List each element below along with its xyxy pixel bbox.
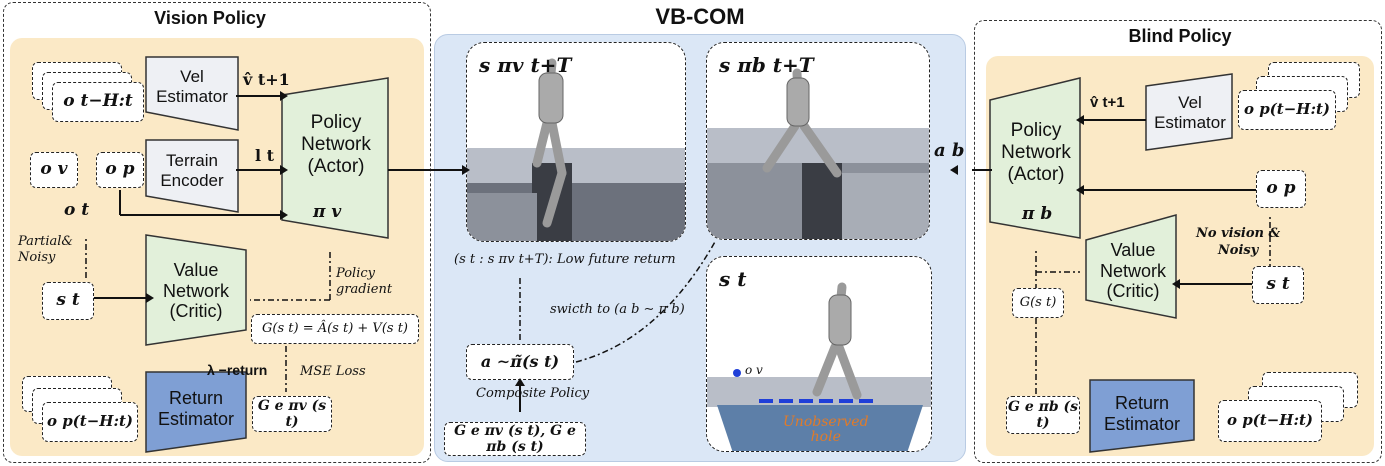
partial-noisy-label: Partial& Noisy [18, 234, 73, 265]
terrain-output-label: l t [255, 146, 275, 165]
obs-history-box: o t−H:t [52, 82, 144, 122]
unobserved-hole-label: Unobserved hole [783, 414, 869, 446]
vel-output-label: v̂ t+1 [243, 70, 290, 89]
vel-estimator-blind: Vel Estimator [1154, 93, 1226, 132]
obs-history-p-blind: o p(t−H:t) [1218, 400, 1322, 442]
policy-network-blind: Policy Network (Actor) [1001, 120, 1071, 185]
scene-vision-render [467, 58, 685, 241]
g-pi-v-box: G e πv (s t) [252, 396, 332, 432]
g-formula-box: G(s t) = Â(s t) + V(s t) [251, 314, 419, 344]
terrain-encoder: Terrain Encoder [160, 151, 224, 190]
scene-blind-render [707, 68, 929, 239]
obs-history-p-vision: o p(t−H:t) [42, 402, 138, 442]
scene-current-label: s t [719, 267, 747, 291]
scene-vision-future: s πv t+T [466, 42, 686, 242]
policy-pi-vision: π v [313, 202, 342, 222]
g-pair-box: G e πv (s t), G e πb (s t) [444, 422, 586, 456]
composite-policy-label: Composite Policy [476, 386, 590, 401]
scene-vision-label: s πv t+T [479, 53, 572, 77]
return-estimator-vision: Return Estimator [157, 388, 235, 429]
g-st-blind: G(s t) [1012, 288, 1064, 318]
s-t-vision: s t [42, 282, 94, 320]
o-p-box: o p [96, 152, 144, 188]
scene-current-render [707, 282, 931, 451]
policy-gradient-label: Policy gradient [336, 266, 393, 298]
vel-output-blind: v̂ t+1 [1090, 94, 1125, 111]
policy-pi-blind: π b [1022, 204, 1053, 224]
no-vision-label: No vision & Noisy [1196, 226, 1281, 258]
s-t-blind: s t [1252, 266, 1304, 304]
vb-com-title: VB-COM [655, 4, 745, 29]
return-estimator-blind: Return Estimator [1103, 393, 1181, 434]
scene-blind-future: s πb t+T [706, 42, 930, 240]
blind-policy-title: Blind Policy [1128, 26, 1232, 46]
o-t-label: o t [64, 200, 90, 220]
g-pi-b-box: G e πb (s t) [1006, 396, 1080, 434]
a-b-label: a b [934, 140, 965, 161]
low-return-label: (s t : s πv t+T): Low future return [454, 252, 676, 267]
o-p-blind: o p [1256, 170, 1306, 208]
composite-policy-box: a ∼π̃(s t) [466, 344, 574, 380]
policy-network-vision: Policy Network (Actor) [301, 112, 371, 177]
lambda-return-label: λ −return [207, 362, 268, 378]
vel-estimator-vision: Vel Estimator [156, 67, 228, 106]
vision-policy-panel [3, 2, 431, 463]
blind-policy-panel [974, 20, 1382, 463]
scene-current: s t o v Unobserved hole [706, 256, 932, 452]
mse-loss-label: MSE Loss [300, 364, 366, 379]
vision-policy-title: Vision Policy [154, 8, 266, 28]
o-v-dot-label: o v [745, 363, 763, 377]
obs-history-blind: o p(t−H:t) [1238, 90, 1336, 130]
o-v-box: o v [30, 152, 78, 188]
scene-blind-label: s πb t+T [719, 53, 814, 77]
switch-label: swicth to (a b ∼ π b) [550, 302, 685, 317]
value-network-vision: Value Network (Critic) [162, 259, 229, 322]
value-network-blind: Value Network (Critic) [1099, 239, 1166, 302]
